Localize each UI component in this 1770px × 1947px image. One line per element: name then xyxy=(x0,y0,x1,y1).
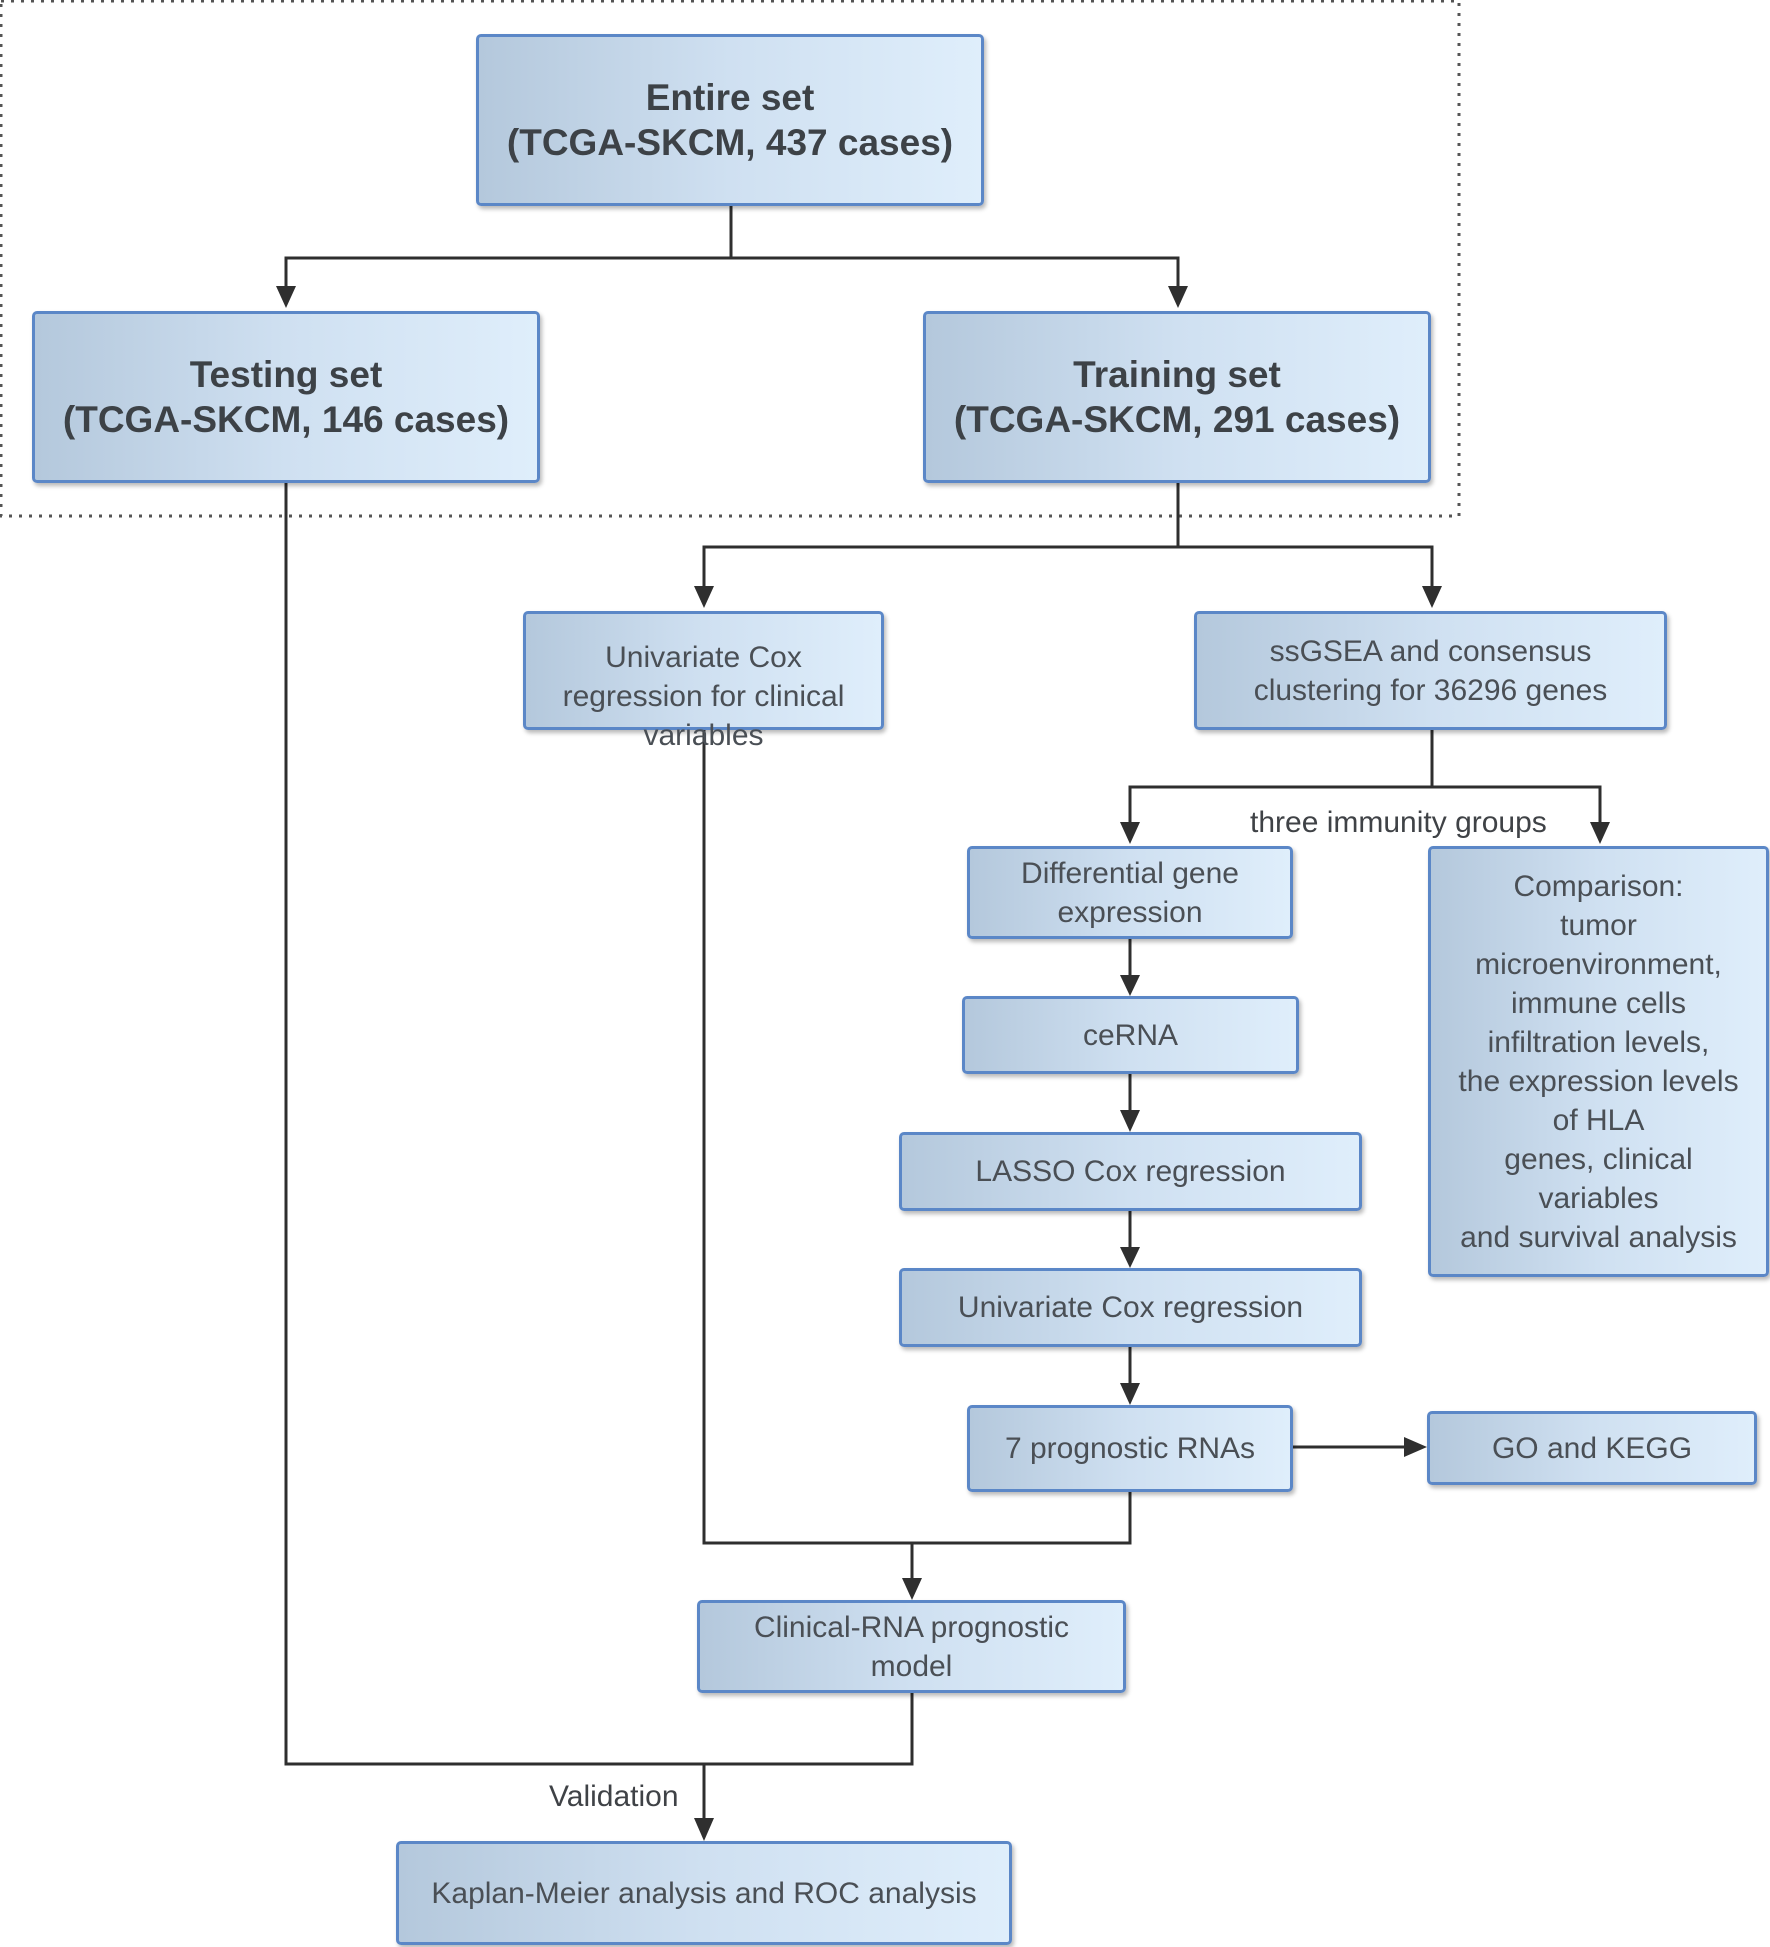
ssgsea-clustering-box: ssGSEA and consensus clustering for 3629… xyxy=(1194,611,1667,730)
arrowhead-testing-set xyxy=(276,286,296,308)
arrow-to-univariate-clinical xyxy=(702,545,1178,590)
arrowheads xyxy=(276,286,1610,1841)
training-set-box: Training set (TCGA-SKCM, 291 cases) xyxy=(923,311,1431,483)
km-roc-analysis-box: Kaplan-Meier analysis and ROC analysis xyxy=(396,1841,1012,1945)
arrowhead-differential xyxy=(1120,822,1140,844)
go-kegg-box: GO and KEGG xyxy=(1427,1411,1757,1485)
arrowhead-cerna xyxy=(1120,975,1140,996)
univariate-cox-clinical-box: Univariate Cox regression for clinical v… xyxy=(523,611,884,752)
comparison-box: Comparison: tumor microenvironment, immu… xyxy=(1428,846,1769,1277)
univariate-cox-box: Univariate Cox regression xyxy=(899,1268,1362,1347)
testing-set-box: Testing set (TCGA-SKCM, 146 cases) xyxy=(32,311,540,483)
arrow-to-testing-set xyxy=(284,256,731,290)
validation-label: Validation xyxy=(549,1780,679,1813)
connector-testing-down xyxy=(284,483,914,1766)
three-immunity-groups-label: three immunity groups xyxy=(1248,806,1549,840)
arrowhead-univariate-clinical xyxy=(694,586,714,608)
arrow-to-comparison xyxy=(1432,785,1602,825)
arrow-to-ssgsea xyxy=(1178,545,1434,590)
prognostic-rnas-box: 7 prognostic RNAs xyxy=(967,1405,1293,1492)
arrowhead-training-set xyxy=(1168,286,1188,308)
arrowhead-ssgsea xyxy=(1422,586,1442,608)
clinical-rna-model-box: Clinical-RNA prognostic model xyxy=(697,1600,1126,1693)
arrowhead-univariate xyxy=(1120,1247,1140,1268)
arrowhead-lasso xyxy=(1120,1110,1140,1132)
arrowhead-prognostic-rnas xyxy=(1120,1383,1140,1405)
arrowhead-comparison xyxy=(1590,822,1610,844)
arrowhead-km-roc xyxy=(694,1818,714,1841)
dataset-group-frame xyxy=(0,0,1461,518)
differential-expression-box: Differential gene expression xyxy=(967,846,1293,939)
arrowhead-clinical-rna xyxy=(902,1578,922,1600)
entire-set-box: Entire set (TCGA-SKCM, 437 cases) xyxy=(476,34,984,206)
cerna-box: ceRNA xyxy=(962,996,1299,1074)
arrowhead-go-kegg xyxy=(1404,1437,1427,1457)
lasso-cox-box: LASSO Cox regression xyxy=(899,1132,1362,1211)
arrow-to-differential xyxy=(1128,785,1432,825)
connector-univariate-clinical-down xyxy=(702,730,1132,1545)
arrow-to-training-set xyxy=(731,256,1180,290)
